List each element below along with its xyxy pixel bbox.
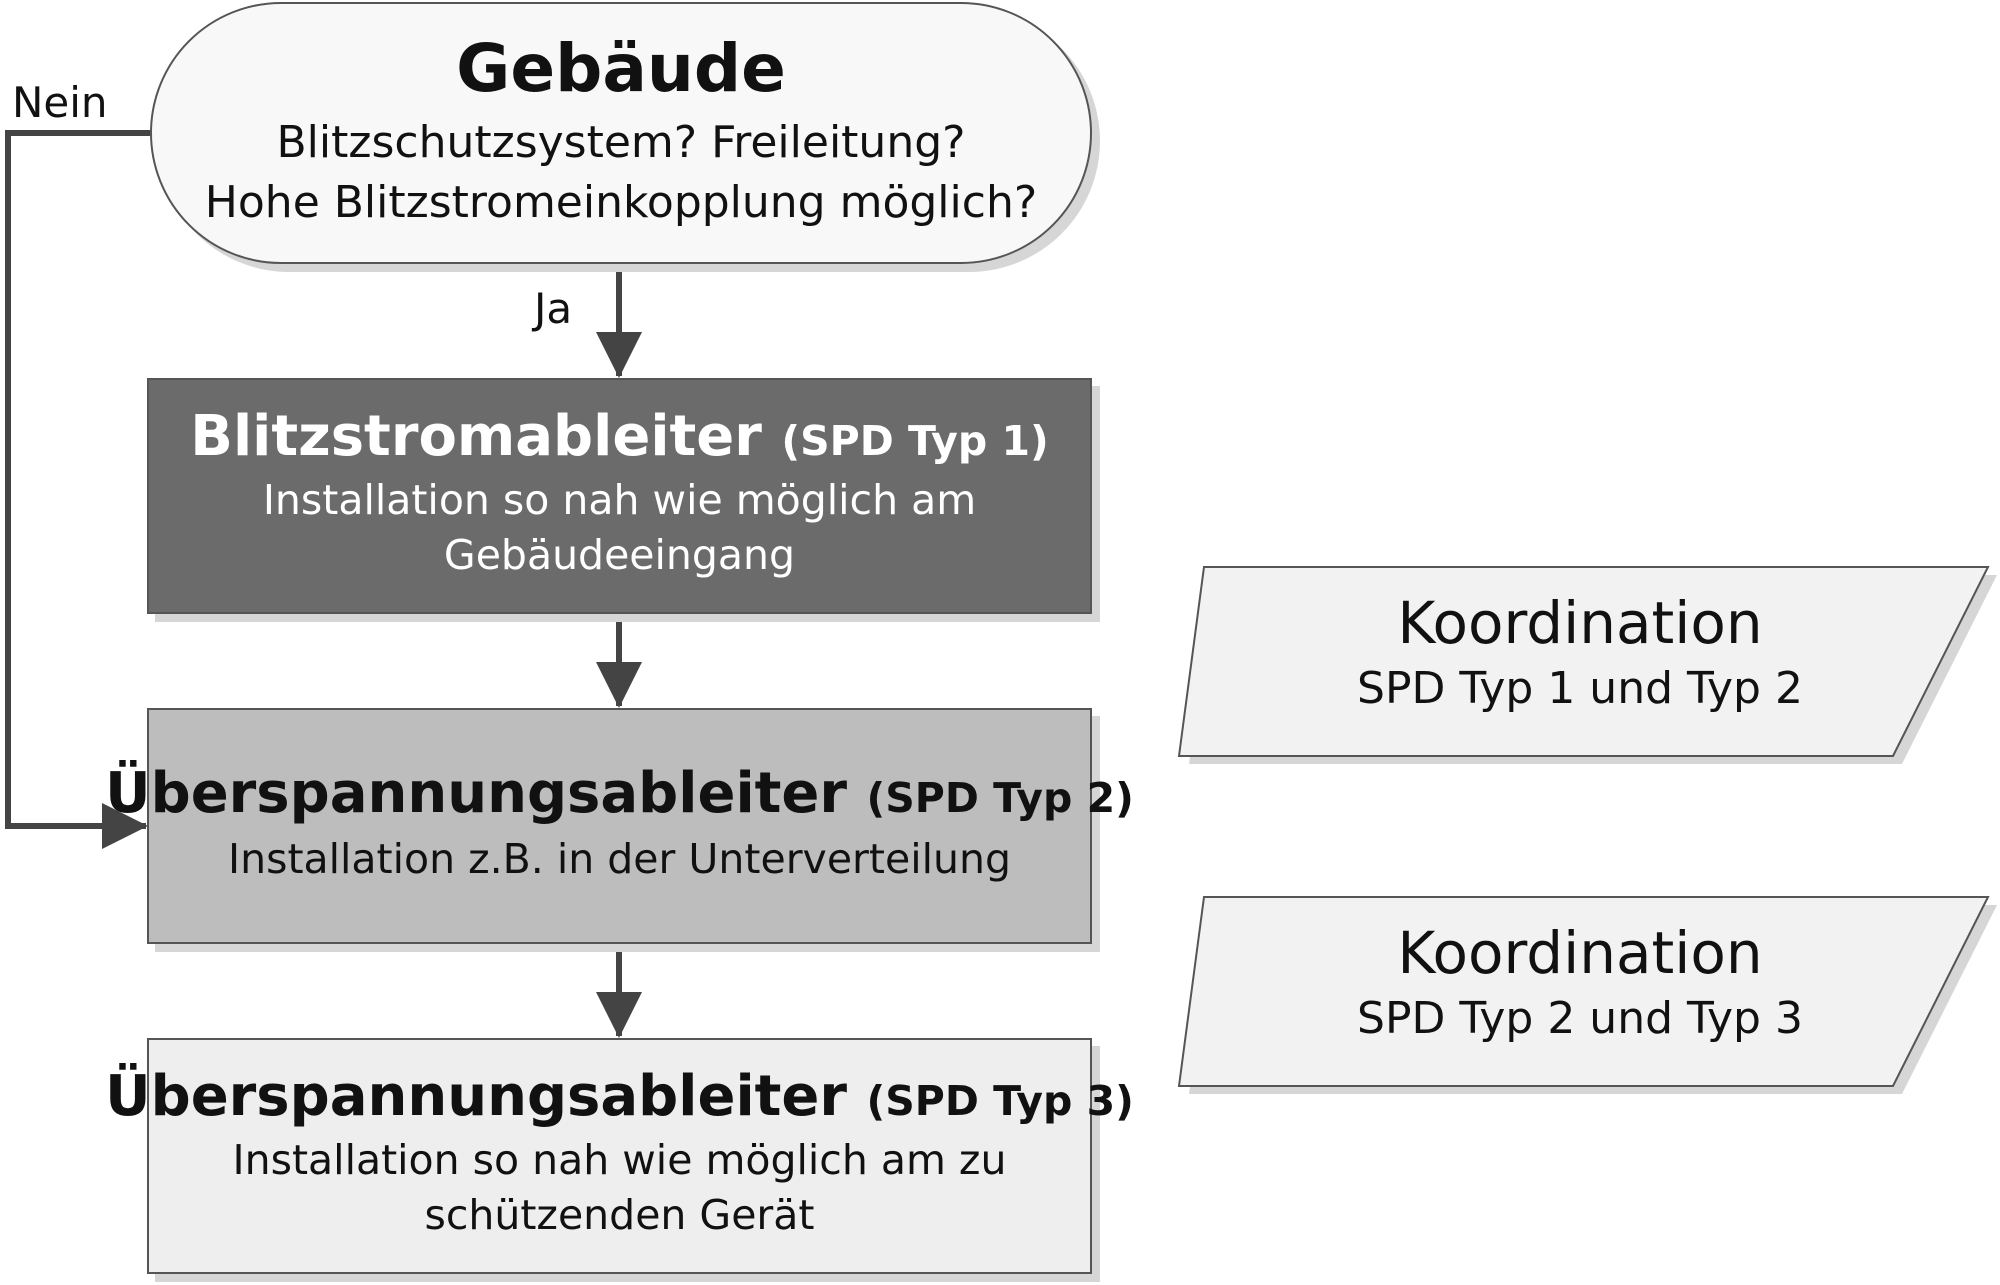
coordination-1-shape: [1177, 566, 1990, 757]
spd-type3-desc-2: schützenden Gerät: [424, 1191, 815, 1240]
spd-type2-tag: (SPD Typ 2): [866, 773, 1134, 822]
coordination-2-subtitle: SPD Typ 2 und Typ 3: [1357, 992, 1803, 1044]
spd-type3-box: Überspannungsableiter (SPD Typ 3) Instal…: [105, 1038, 1134, 1274]
connector-no: [5, 130, 150, 849]
start-question-2: Hohe Blitzstromeinkopplung möglich?: [204, 176, 1038, 228]
coordination-1-subtitle: SPD Typ 1 und Typ 2: [1357, 662, 1803, 714]
label-no: Nein: [12, 78, 108, 127]
spd-type1-desc-1: Installation so nah wie möglich am: [262, 476, 977, 525]
spd-type1-desc-2: Gebäudeeingang: [443, 531, 796, 580]
start-question-1: Blitzschutzsystem? Freileitung?: [276, 117, 966, 169]
spd-type1-box: Blitzstromableiter (SPD Typ 1) Installat…: [147, 378, 1092, 614]
spd-type3-tag: (SPD Typ 3): [866, 1077, 1134, 1126]
spd-type2-desc-1: Installation z.B. in der Unterverteilung: [228, 834, 1011, 883]
spd-type3-desc-1: Installation so nah wie möglich am zu: [232, 1136, 1007, 1185]
start-title: Gebäude: [456, 29, 786, 107]
coordination-1-title: Koordination: [1397, 589, 1763, 657]
spd-type1-title: Blitzstromableiter: [190, 404, 762, 470]
spd-type1-tag: (SPD Typ 1): [781, 417, 1049, 466]
start-building: Gebäude Blitzschutzsystem? Freileitung? …: [150, 2, 1092, 264]
coordination-2-shape: [1177, 896, 1990, 1087]
coordination-1-text: Koordination SPD Typ 1 und Typ 2: [1230, 590, 1930, 714]
spd-type2-title: Überspannungsableiter: [105, 760, 848, 826]
coordination-2-title: Koordination: [1397, 919, 1763, 987]
coordination-2-text: Koordination SPD Typ 2 und Typ 3: [1230, 920, 1930, 1044]
label-yes: Ja: [534, 284, 573, 333]
spd-type2-box: Überspannungsableiter (SPD Typ 2) Instal…: [105, 708, 1134, 944]
spd-type3-title: Überspannungsableiter: [105, 1064, 848, 1130]
